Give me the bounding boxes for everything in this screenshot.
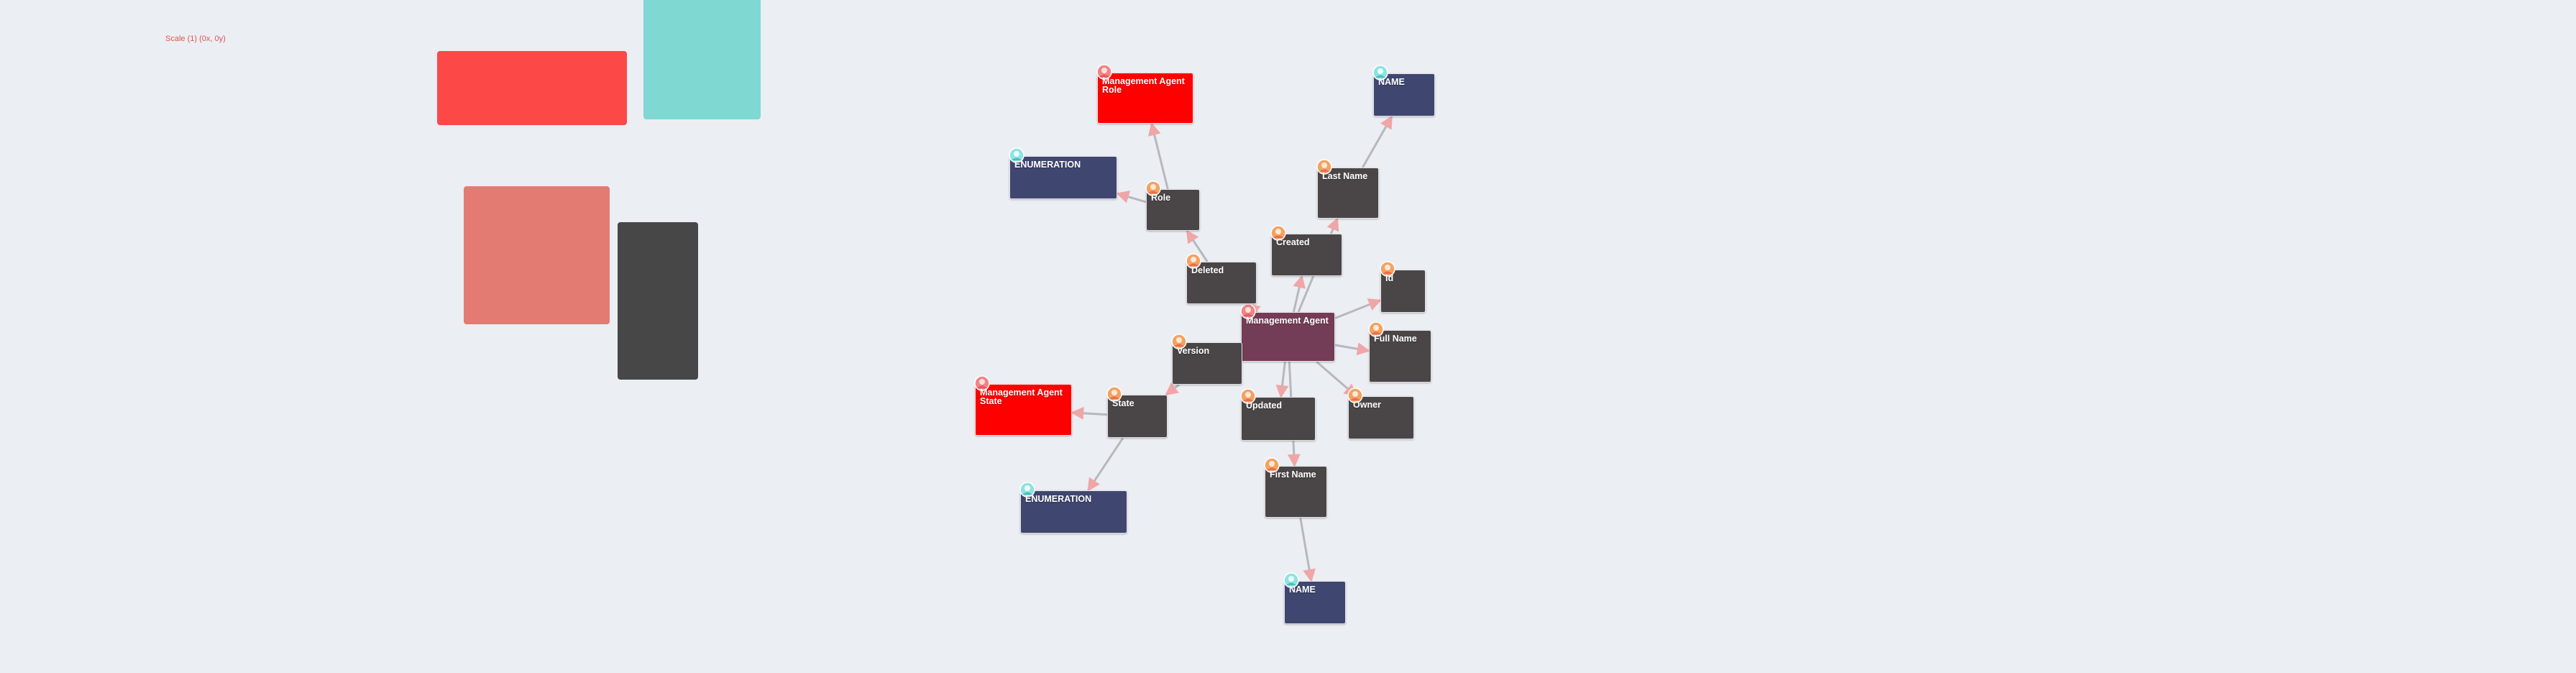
- edge-management-agent-to-id: [1334, 298, 1382, 319]
- cyan-avatar-icon: [1009, 147, 1025, 163]
- node-label: Version: [1177, 346, 1210, 356]
- node-deleted[interactable]: Deleted: [1186, 253, 1257, 304]
- red-avatar-icon: [1096, 64, 1112, 80]
- person-avatar-icon: [1186, 253, 1201, 269]
- node-management-agent[interactable]: Management Agent: [1240, 303, 1335, 362]
- edge-state-to-management-agent-state: [1071, 406, 1108, 420]
- node-updated[interactable]: Updated: [1240, 388, 1316, 441]
- node-name-bottom[interactable]: NAME: [1283, 572, 1346, 624]
- entity-avatar-icon: [1240, 303, 1256, 319]
- edge-management-agent-to-created: [1292, 275, 1306, 313]
- person-avatar-icon: [1368, 321, 1384, 337]
- node-label: Last Name: [1322, 171, 1368, 181]
- red-avatar-icon: [974, 375, 990, 391]
- person-avatar-icon: [1270, 225, 1286, 241]
- node-label: ENUMERATION: [1014, 160, 1081, 170]
- node-last-name[interactable]: Last Name: [1316, 159, 1379, 219]
- edge-state-to-enumeration-state: [1087, 437, 1124, 492]
- node-label: Updated: [1246, 400, 1282, 411]
- edge-management-agent-to-full-name: [1334, 342, 1370, 356]
- node-label: Management Agent Role: [1102, 76, 1185, 95]
- person-avatar-icon: [1380, 261, 1395, 277]
- node-label: Id: [1385, 273, 1394, 283]
- legend-salmon-swatch: [464, 186, 610, 324]
- node-id[interactable]: Id: [1380, 261, 1426, 313]
- edge-deleted-to-role: [1186, 229, 1209, 262]
- person-avatar-icon: [1145, 180, 1161, 196]
- node-label: NAME: [1289, 585, 1316, 595]
- node-label: Full Name: [1374, 334, 1417, 344]
- node-enumeration-role[interactable]: ENUMERATION: [1009, 147, 1117, 199]
- node-owner[interactable]: Owner: [1347, 388, 1414, 439]
- person-avatar-icon: [1171, 334, 1187, 349]
- node-created[interactable]: Created: [1270, 225, 1342, 276]
- node-state[interactable]: State: [1106, 386, 1168, 438]
- legend-red-swatch: [437, 51, 627, 125]
- edge-role-to-enumeration-role: [1116, 191, 1147, 203]
- edge-role-to-management-agent-role: [1147, 122, 1169, 190]
- node-name-top[interactable]: NAME: [1372, 65, 1435, 116]
- node-label: Role: [1151, 193, 1171, 203]
- node-label: ENUMERATION: [1025, 494, 1092, 504]
- node-label: Management Agent: [1246, 316, 1329, 326]
- scale-label: Scale (1) (0x, 0y): [165, 35, 226, 43]
- cyan-avatar-icon: [1019, 482, 1035, 498]
- person-avatar-icon: [1316, 159, 1332, 175]
- edge-last-name-to-name-top: [1361, 115, 1393, 168]
- node-management-agent-role[interactable]: Management Agent Role: [1096, 64, 1193, 124]
- cyan-avatar-icon: [1283, 572, 1299, 588]
- node-enumeration-state[interactable]: ENUMERATION: [1019, 482, 1127, 534]
- node-management-agent-state[interactable]: Management Agent State: [974, 375, 1072, 436]
- person-avatar-icon: [1264, 457, 1280, 473]
- person-avatar-icon: [1347, 388, 1363, 403]
- legend-teal-swatch: [643, 0, 761, 119]
- node-label: Deleted: [1191, 265, 1224, 275]
- node-label: NAME: [1378, 77, 1405, 87]
- node-label: Management Agent State: [980, 388, 1063, 406]
- node-label: Owner: [1353, 400, 1381, 410]
- node-full-name[interactable]: Full Name: [1368, 321, 1431, 383]
- node-first-name[interactable]: First Name: [1264, 457, 1327, 518]
- edge-management-agent-to-updated: [1275, 361, 1289, 398]
- person-avatar-icon: [1106, 386, 1122, 402]
- node-label: Created: [1276, 237, 1310, 247]
- node-label: First Name: [1270, 470, 1316, 480]
- node-role[interactable]: Role: [1145, 180, 1200, 231]
- node-version[interactable]: Version: [1171, 334, 1242, 385]
- edge-version-to-state: [1165, 383, 1180, 396]
- legend-dark-swatch: [618, 222, 698, 380]
- cyan-avatar-icon: [1372, 65, 1388, 81]
- edge-first-name-to-name-bottom: [1299, 517, 1316, 582]
- person-avatar-icon: [1240, 388, 1256, 404]
- node-label: State: [1112, 398, 1135, 408]
